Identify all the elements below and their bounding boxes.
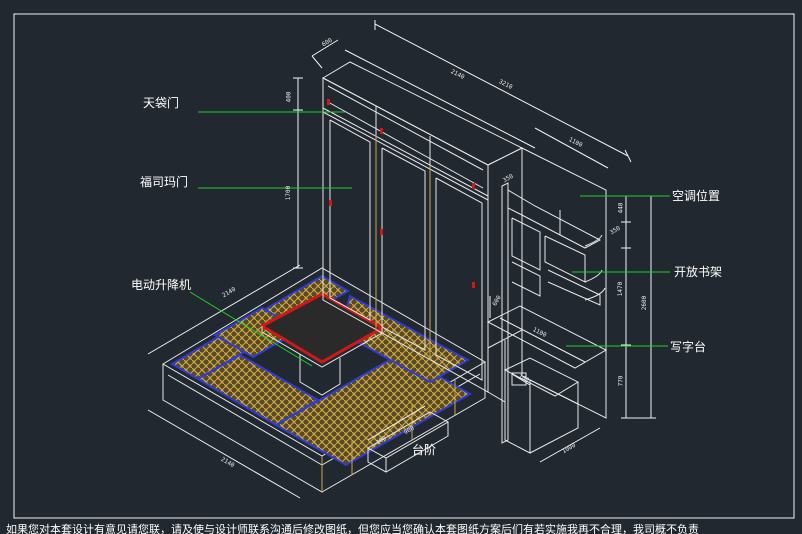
drawing-border: [13, 13, 795, 519]
footer-note: 如果您对本套设计有意见请您联，请及使与设计师联系沟通后修改图纸，但您应当您确认本…: [6, 523, 699, 534]
label-wardrobe-door: 福司玛门: [140, 175, 189, 189]
dim-shelf-1470: 1470: [617, 281, 625, 297]
electric-lift-table: [258, 292, 386, 396]
callout-leaders: [189, 111, 670, 367]
label-writing-desk: 写字台: [670, 340, 707, 354]
platform-right-face: [321, 362, 486, 493]
label-step: 台阶: [412, 443, 437, 457]
label-open-bookshelf: 开放书架: [674, 265, 723, 279]
dim-400: 400: [285, 91, 293, 103]
label-ac-position: 空调位置: [672, 189, 721, 203]
dim-shelf-440: 440: [617, 202, 625, 214]
label-electric-lift: 电动升降机: [131, 278, 192, 292]
bookshelf-desk-unit: [486, 147, 608, 454]
dim-1700: 1700: [285, 185, 293, 201]
leader-lift: [189, 291, 313, 367]
step-block: [366, 411, 450, 473]
dimension-lines: [147, 20, 656, 499]
wardrobe-top: [321, 61, 524, 166]
top-cabinet-divider: [322, 107, 489, 197]
dim-desk-770: 770: [617, 375, 625, 387]
door-handles: [327, 99, 475, 288]
dim-total-2600: 2600: [641, 295, 649, 311]
label-top-cabinet-door: 天袋门: [143, 96, 180, 110]
floor-panel-front: [273, 352, 473, 467]
